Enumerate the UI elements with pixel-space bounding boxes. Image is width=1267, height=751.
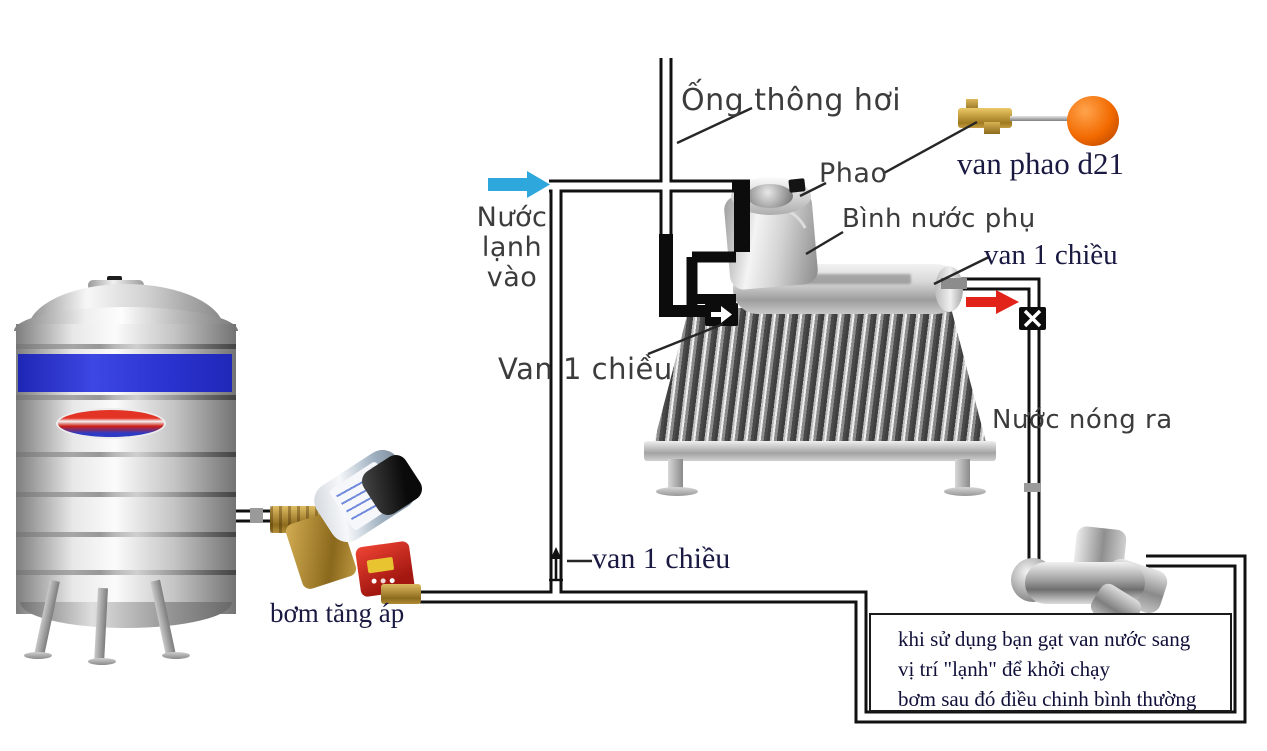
booster-pump-label: bơm tăng áp bbox=[270, 598, 405, 628]
check-valve-outlet-label: van 1 chiều bbox=[984, 239, 1118, 271]
float-valve-assembly bbox=[950, 92, 1125, 154]
tank-logo bbox=[56, 408, 166, 439]
solar-heater-foot bbox=[955, 459, 970, 490]
pump-switch-label bbox=[366, 556, 395, 574]
hot-water-out-label: Nước nóng ra bbox=[992, 405, 1173, 435]
note-line: vị trí "lạnh" để khởi chạy bbox=[898, 657, 1110, 681]
solar-heater-rail bbox=[644, 441, 996, 461]
solar-collector-tubes bbox=[652, 308, 988, 450]
cold-water-arrow bbox=[488, 171, 550, 198]
tank-foot bbox=[88, 658, 116, 665]
tank-foot bbox=[162, 652, 190, 659]
booster-pump bbox=[265, 443, 435, 613]
solar-heater-base bbox=[656, 487, 698, 496]
pump-outlet-fitting bbox=[381, 584, 421, 604]
float-ball bbox=[1067, 96, 1119, 146]
aux-tank-label: Bình nước phụ bbox=[842, 204, 1036, 234]
hot-water-arrow bbox=[966, 290, 1019, 314]
pipe-union bbox=[250, 508, 263, 523]
solar-heater-foot bbox=[668, 459, 683, 490]
auxiliary-tank bbox=[718, 177, 822, 298]
cold-water-in-label: Nước lạnh vào bbox=[476, 202, 548, 293]
check-valve-outlet-icon bbox=[1019, 307, 1046, 330]
tank-blue-band bbox=[18, 354, 232, 392]
float-valve-label: van phao d21 bbox=[957, 146, 1125, 181]
float-rod bbox=[1010, 116, 1072, 121]
float-dome bbox=[747, 184, 793, 208]
vent-pipe-label: Ống thông hơi bbox=[681, 83, 902, 118]
check-valve-pump-line-icon bbox=[549, 547, 563, 582]
note-box: khi sử dụng bạn gạt van nước sang vị trí… bbox=[869, 613, 1232, 712]
note-line: khi sử dụng bạn gạt van nước sang bbox=[898, 627, 1191, 651]
tank-foot bbox=[24, 652, 52, 659]
check-valve-tank-inlet-label: Van 1 chiều bbox=[498, 352, 673, 386]
float-nub-icon bbox=[788, 178, 806, 193]
storage-tank bbox=[12, 276, 242, 665]
check-valve-pump-line-label: van 1 chiều bbox=[592, 542, 731, 575]
note-line: bơm sau đó điều chinh bình thường bbox=[898, 687, 1197, 711]
float-label: Phao bbox=[819, 158, 888, 189]
solar-heater-base bbox=[944, 487, 986, 496]
pipe-union bbox=[1024, 483, 1041, 492]
